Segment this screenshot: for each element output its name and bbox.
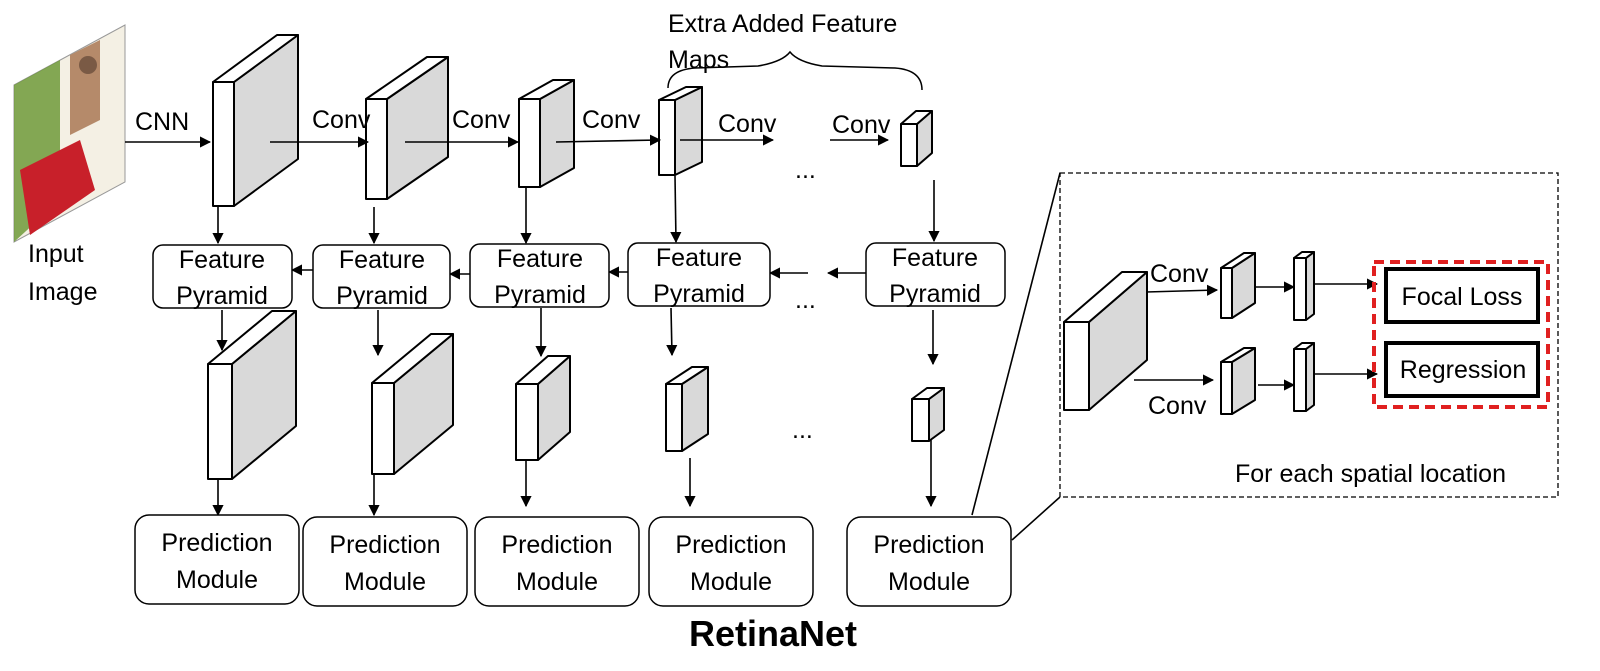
- regression-box: [1384, 341, 1540, 398]
- fp4-line2: Pyramid: [653, 280, 745, 308]
- feature-pyramid-row: [152, 242, 1006, 309]
- output-highlight: [1372, 260, 1550, 409]
- pm1-line2: Module: [176, 566, 258, 594]
- fp1-line2: Pyramid: [176, 282, 268, 310]
- extra-label-line1: Extra Added Feature: [668, 10, 897, 38]
- pm1-line1: Prediction: [161, 529, 272, 557]
- prediction-module-box-1: [134, 514, 300, 605]
- head-block-3: [515, 355, 571, 461]
- fp3-line1: Feature: [497, 245, 583, 273]
- extra-maps-brace: [667, 50, 923, 91]
- focal-loss-label: Focal Loss: [1402, 283, 1523, 311]
- prediction-module-box-2: [302, 516, 468, 607]
- pm4-line1: Prediction: [675, 531, 786, 559]
- detail-conv-bottom: Conv: [1148, 392, 1207, 420]
- head-block-5: [911, 387, 945, 442]
- focal-loss-box: [1384, 267, 1540, 324]
- feature-pyramid-box-4: [627, 242, 771, 307]
- edge-label-conv-4: Conv: [718, 110, 777, 138]
- edge-label-conv-1: Conv: [312, 106, 371, 134]
- pm5-line1: Prediction: [873, 531, 984, 559]
- pm2-line2: Module: [344, 568, 426, 596]
- detail-block-1: [1063, 271, 1148, 411]
- input-label-line1: Input: [28, 240, 84, 268]
- detail-panel: [1059, 172, 1559, 498]
- edge-label-conv-3: Conv: [582, 106, 641, 134]
- backbone-block-2: [365, 56, 449, 200]
- head-block-2: [371, 333, 454, 475]
- detail-conv-top: Conv: [1150, 260, 1209, 288]
- ellipsis-pyramid: ...: [795, 286, 816, 314]
- backbone-feature-maps: [212, 34, 933, 207]
- ellipsis-backbone: ...: [795, 156, 816, 184]
- edge-label-conv-2: Conv: [452, 106, 511, 134]
- fp5-line1: Feature: [892, 244, 978, 272]
- feature-pyramid-labels: Feature Pyramid Feature Pyramid Feature …: [176, 244, 981, 310]
- prediction-module-box-3: [474, 516, 640, 607]
- prediction-module-box-4: [648, 516, 814, 607]
- pm2-line1: Prediction: [329, 531, 440, 559]
- head-feature-maps: [207, 310, 945, 480]
- fp2-line2: Pyramid: [336, 282, 428, 310]
- extra-label-line2: Maps: [668, 46, 729, 74]
- prediction-module-labels: Prediction Module Prediction Module Pred…: [161, 529, 984, 596]
- fp3-line2: Pyramid: [494, 281, 586, 309]
- regression-label: Regression: [1400, 356, 1526, 384]
- feature-pyramid-box-1: [152, 244, 293, 309]
- detail-caption: For each spatial location: [1235, 460, 1506, 488]
- edge-label-conv-5: Conv: [832, 111, 891, 139]
- fp5-line2: Pyramid: [889, 280, 981, 308]
- diagram-title: RetinaNet: [689, 613, 857, 654]
- head-block-1: [207, 310, 297, 480]
- pm5-line2: Module: [888, 568, 970, 596]
- fp2-line1: Feature: [339, 246, 425, 274]
- backbone-block-3: [518, 79, 575, 188]
- pm3-line1: Prediction: [501, 531, 612, 559]
- detail-block-2: [1220, 252, 1256, 319]
- backbone-block-1: [212, 34, 299, 207]
- head-block-4: [665, 366, 709, 452]
- detail-block-5: [1293, 342, 1315, 412]
- pm4-line2: Module: [690, 568, 772, 596]
- arrows: [125, 134, 1379, 517]
- feature-pyramid-box-3: [469, 243, 610, 308]
- backbone-block-4: [658, 86, 703, 176]
- pm3-line2: Module: [516, 568, 598, 596]
- feature-pyramid-box-2: [312, 244, 451, 309]
- input-image: [13, 24, 126, 243]
- backbone-block-5: [900, 110, 933, 167]
- ellipsis-head: ...: [792, 416, 813, 444]
- input-label-line2: Image: [28, 278, 97, 306]
- fp1-line1: Feature: [179, 246, 265, 274]
- detail-block-3: [1293, 251, 1315, 321]
- edge-label-cnn: CNN: [135, 108, 189, 136]
- feature-pyramid-box-5: [865, 242, 1006, 307]
- fp4-line1: Feature: [656, 244, 742, 272]
- detail-block-4: [1220, 347, 1256, 415]
- prediction-module-row: [134, 514, 1012, 607]
- zoom-lines: [971, 172, 1061, 541]
- prediction-module-box-5: [846, 516, 1012, 607]
